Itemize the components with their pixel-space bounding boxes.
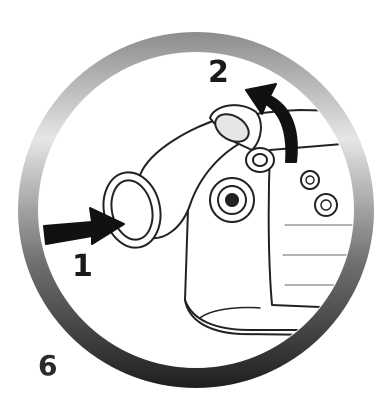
top-socket <box>246 148 274 172</box>
front-button-top <box>301 171 319 189</box>
step-2-label: 2 <box>208 58 229 88</box>
front-button-bottom <box>315 194 337 216</box>
step-1-label: 1 <box>72 252 93 282</box>
figure-number: 6 <box>38 352 57 380</box>
